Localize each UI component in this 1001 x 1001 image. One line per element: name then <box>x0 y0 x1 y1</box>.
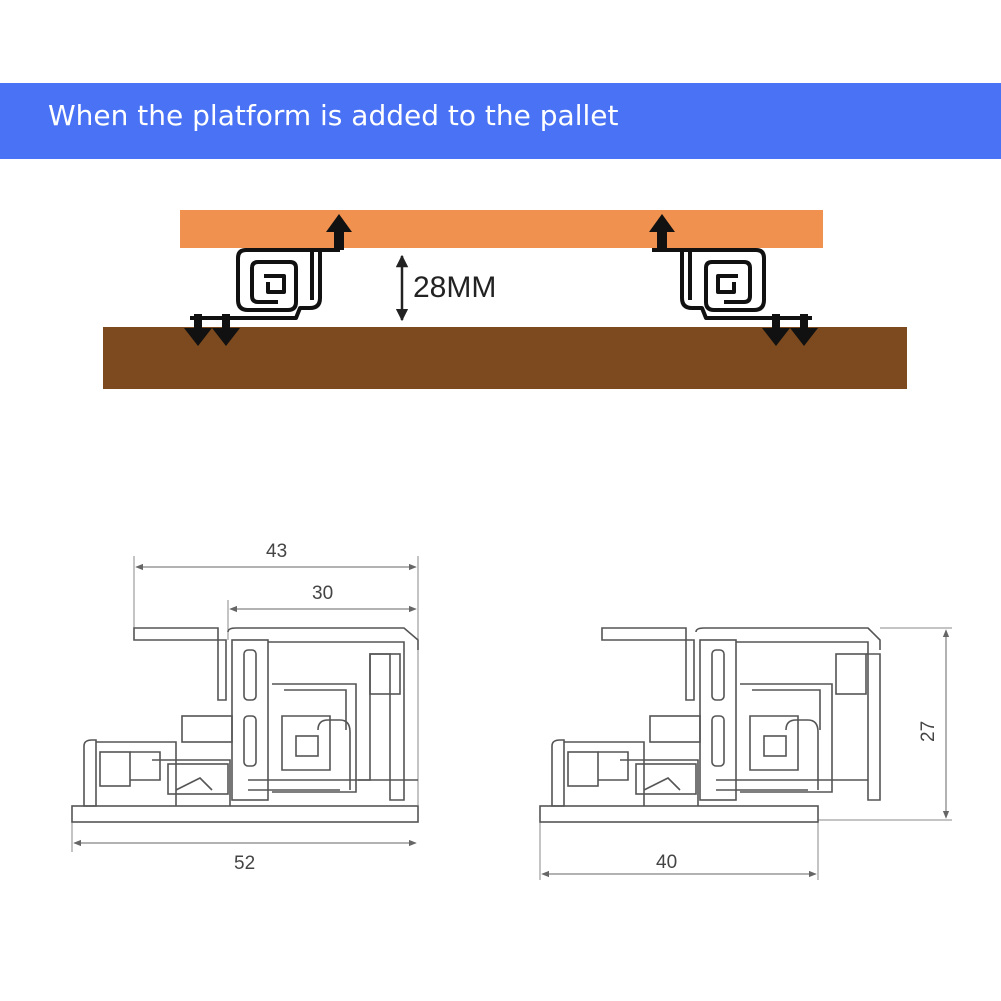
slide-drawing-right <box>539 627 952 880</box>
dim-right-40: 40 <box>656 852 677 873</box>
gap-dimension: 28MM <box>395 254 496 322</box>
dim-right-27: 27 <box>918 721 939 742</box>
dim-left-52: 52 <box>234 853 255 874</box>
gap-label: 28MM <box>413 271 496 304</box>
lift-arrow-right <box>649 214 675 250</box>
platform-pallet-diagram: 28MM <box>103 210 907 389</box>
platform-board <box>180 210 823 248</box>
title-banner <box>0 83 1001 159</box>
fasten-arrows-left <box>184 314 240 346</box>
left-bracket <box>190 248 340 320</box>
lift-arrow-left <box>326 214 352 250</box>
slide-drawing-left <box>71 556 419 852</box>
banner-title: When the platform is added to the pallet <box>48 99 619 132</box>
right-bracket <box>652 248 812 320</box>
dim-left-43: 43 <box>266 541 287 562</box>
fasten-arrows-right <box>762 314 818 346</box>
dim-left-30: 30 <box>312 583 333 604</box>
